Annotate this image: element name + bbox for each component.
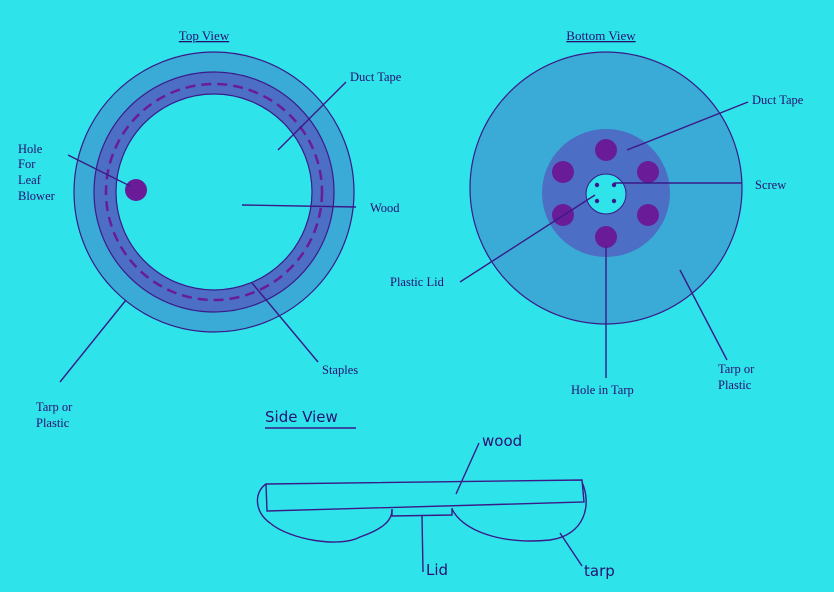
- label-hole: Blower: [18, 189, 56, 203]
- top-view-title: Top View: [179, 28, 230, 43]
- leader-line: [455, 442, 480, 495]
- screw: [611, 182, 617, 188]
- screw: [611, 198, 617, 204]
- label-duct-tape: Duct Tape: [350, 70, 402, 84]
- label-lid: Lid: [426, 561, 448, 579]
- leader-line: [277, 81, 347, 151]
- label-hole-in-tarp: Hole in Tarp: [571, 383, 634, 397]
- label-wood: wood: [482, 432, 522, 450]
- label-tarp: Tarp or: [718, 362, 755, 376]
- leader-line: [67, 154, 131, 187]
- side-view: Side View wood Lid tarp: [256, 408, 615, 580]
- tarp-hole: [637, 204, 659, 226]
- leaf-blower-hole: [125, 179, 147, 201]
- label-tarp: Plastic: [718, 378, 752, 392]
- tarp-hole: [595, 139, 617, 161]
- label-wood: Wood: [370, 201, 400, 215]
- label-screw: Screw: [755, 178, 786, 192]
- label-duct-tape: Duct Tape: [752, 93, 804, 107]
- wood-disc: [115, 93, 313, 291]
- tarp-hole: [552, 161, 574, 183]
- leader-line: [421, 515, 424, 573]
- leader-line: [241, 204, 357, 208]
- leader-line: [626, 101, 749, 151]
- leader-line: [251, 282, 319, 363]
- screws: [594, 182, 617, 204]
- label-tarp: tarp: [584, 562, 615, 580]
- lid: [391, 508, 453, 517]
- tarp-left: [256, 483, 393, 543]
- leader-line: [59, 299, 127, 383]
- wood-board: [265, 479, 585, 512]
- label-hole: For: [18, 157, 36, 171]
- bottom-view: Bottom View Duct Tape Screw Plastic Lid …: [390, 28, 804, 397]
- top-view: Top View Duct Tape Hole For Leaf Blower …: [18, 28, 402, 430]
- side-view-title: Side View: [265, 408, 338, 426]
- label-plastic-lid: Plastic Lid: [390, 275, 445, 289]
- leader-line: [679, 269, 728, 361]
- staples-ring: [104, 82, 324, 302]
- label-tarp: Tarp or: [36, 400, 73, 414]
- label-tarp: Plastic: [36, 416, 70, 430]
- label-staples: Staples: [322, 363, 358, 377]
- tarp-right: [451, 481, 587, 542]
- bottom-view-title: Bottom View: [566, 28, 636, 43]
- screw: [594, 182, 600, 188]
- screw: [594, 198, 600, 204]
- tarp-hole: [595, 226, 617, 248]
- plastic-lid: [585, 173, 627, 215]
- leader-line: [459, 194, 596, 283]
- leader-line: [559, 532, 583, 567]
- label-hole: Hole: [18, 142, 43, 156]
- tarp-hole: [637, 161, 659, 183]
- label-hole: Leaf: [18, 173, 42, 187]
